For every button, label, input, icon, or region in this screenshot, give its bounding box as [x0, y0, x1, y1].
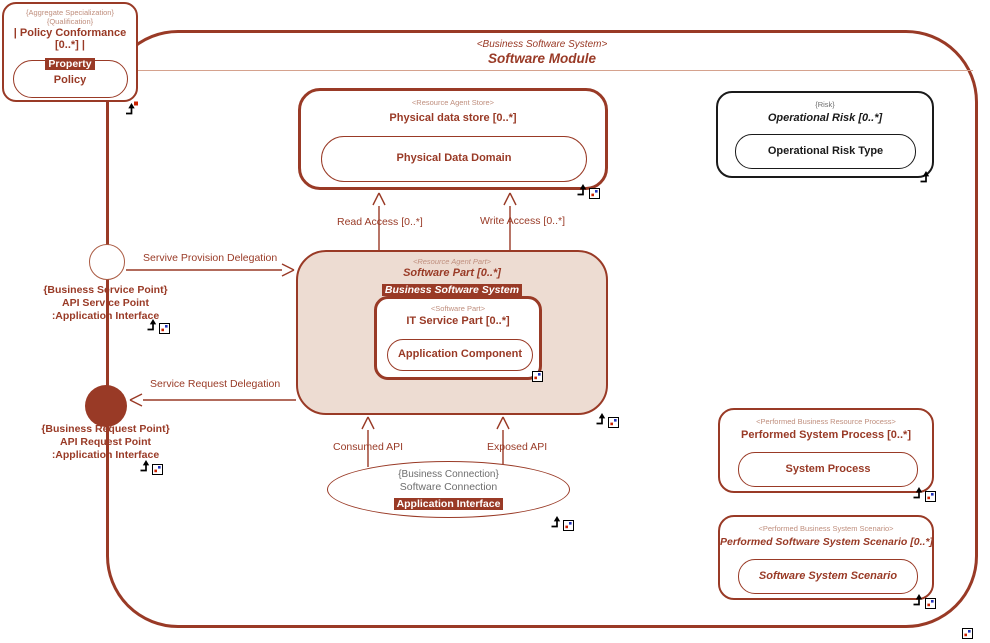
- system-process-pill[interactable]: System Process: [738, 452, 918, 487]
- request-point-jump-arrow-icon[interactable]: [139, 459, 154, 473]
- policy-item: Policy: [53, 74, 87, 86]
- risk-jump-arrow-icon[interactable]: [919, 170, 934, 184]
- process-name: Performed System Process [0..*]: [741, 429, 911, 441]
- application-interface-badge[interactable]: Application Interface: [393, 498, 504, 510]
- policy-badge-row: Property: [4, 54, 136, 72]
- physical-data-store-box[interactable]: <Resource Agent Store> Physical data sto…: [298, 88, 608, 190]
- application-component-pill[interactable]: Application Component: [387, 339, 533, 371]
- scenario-detail-icon[interactable]: [925, 596, 940, 610]
- exposed-api-label[interactable]: Exposed API: [487, 441, 548, 453]
- it-part-stereotype: <Software Part>: [430, 304, 486, 313]
- service-provision-connector: [126, 263, 295, 277]
- physical-data-domain-pill[interactable]: Physical Data Domain: [321, 136, 587, 182]
- write-access-connector: [503, 192, 517, 250]
- container-stereotype: <Business Software System>: [476, 39, 608, 50]
- request-point-port[interactable]: [85, 385, 127, 427]
- exposed-api-connector: [496, 416, 510, 464]
- service-request-connector: [129, 393, 296, 407]
- software-part-box[interactable]: <Resource Agent Part> Software Part [0..…: [296, 250, 608, 415]
- property-badge[interactable]: Property: [45, 58, 95, 70]
- policy-stereotype-2: {Qualification}: [46, 17, 94, 26]
- connection-detail-icon[interactable]: [563, 518, 578, 532]
- software-part-stereotype: <Resource Agent Part>: [412, 257, 492, 266]
- store-stereotype: <Resource Agent Store>: [411, 98, 495, 107]
- it-service-part-box[interactable]: <Software Part> IT Service Part [0..*] A…: [374, 296, 542, 380]
- connection-name: Software Connection: [399, 481, 498, 493]
- container-title: Software Module: [487, 51, 596, 66]
- request-point-detail-icon[interactable]: [152, 462, 167, 476]
- container-detail-icon[interactable]: [962, 626, 977, 640]
- service-point-stereotype: {Business Service Point}: [43, 284, 168, 296]
- performed-system-process-box[interactable]: <Performed Business Resource Process> Pe…: [718, 408, 934, 493]
- software-part-jump-arrow-icon[interactable]: [595, 412, 610, 426]
- write-access-label[interactable]: Write Access [0..*]: [480, 215, 565, 227]
- request-point-label: {Business Request Point} API Request Poi…: [18, 423, 193, 462]
- software-part-badge-row: Business Software System: [298, 280, 606, 298]
- risk-name: Operational Risk [0..*]: [767, 112, 883, 124]
- scenario-jump-arrow-icon[interactable]: [912, 593, 927, 607]
- read-access-connector: [372, 192, 386, 250]
- service-request-label[interactable]: Service Request Delegation: [150, 378, 281, 390]
- scenario-stereotype: <Performed Business System Scenario>: [758, 524, 894, 533]
- it-part-detail-icon[interactable]: [532, 369, 547, 383]
- operational-risk-box[interactable]: {Risk} Operational Risk [0..*] Operation…: [716, 91, 934, 178]
- consumed-api-label[interactable]: Consumed API: [333, 441, 404, 453]
- policy-stereotype-1: {Aggregate Specialization}: [26, 8, 114, 17]
- request-point-type: :Application Interface: [51, 449, 160, 461]
- service-point-label: {Business Service Point} API Service Poi…: [18, 284, 193, 323]
- store-detail-icon[interactable]: [589, 186, 604, 200]
- software-part-name: Software Part [0..*]: [403, 267, 501, 279]
- service-point-detail-icon[interactable]: [159, 321, 174, 335]
- software-system-scenario-pill[interactable]: Software System Scenario: [738, 559, 918, 594]
- connection-badge-row: Application Interface: [328, 494, 569, 512]
- policy-name: | Policy Conformance [0..*] |: [13, 27, 127, 51]
- process-detail-icon[interactable]: [925, 489, 940, 503]
- service-point-type: :Application Interface: [51, 310, 160, 322]
- risk-stereotype: {Risk}: [815, 100, 835, 109]
- process-jump-arrow-icon[interactable]: [912, 486, 927, 500]
- service-point-name: API Service Point: [62, 297, 149, 309]
- it-part-item: Application Component: [397, 348, 523, 360]
- software-connection-ellipse[interactable]: {Business Connection} Software Connectio…: [327, 461, 570, 518]
- process-stereotype: <Performed Business Resource Process>: [756, 417, 896, 426]
- connection-stereotype: {Business Connection}: [398, 469, 499, 480]
- title-separator: [111, 70, 973, 71]
- service-provision-label[interactable]: Servive Provision Delegation: [143, 252, 278, 264]
- operational-risk-type-pill[interactable]: Operational Risk Type: [735, 134, 916, 169]
- software-part-detail-icon[interactable]: [608, 415, 623, 429]
- request-point-stereotype: {Business Request Point}: [41, 423, 170, 435]
- risk-item: Operational Risk Type: [767, 145, 884, 157]
- consumed-api-connector: [361, 416, 375, 467]
- store-jump-arrow-icon[interactable]: [576, 183, 591, 197]
- scenario-item: Software System Scenario: [758, 570, 898, 582]
- scenario-name: Performed Software System Scenario [0..*…: [720, 536, 933, 548]
- service-point-jump-arrow-icon[interactable]: [146, 318, 161, 332]
- read-access-label[interactable]: Read Access [0..*]: [337, 216, 423, 228]
- store-item: Physical Data Domain: [396, 152, 512, 164]
- business-software-system-container[interactable]: <Business Software System> Software Modu…: [106, 30, 978, 628]
- it-part-name: IT Service Part [0..*]: [406, 315, 510, 327]
- connection-jump-arrow-icon[interactable]: [550, 515, 565, 529]
- service-point-port[interactable]: [89, 244, 125, 280]
- request-point-name: API Request Point: [59, 436, 151, 448]
- process-item: System Process: [785, 463, 871, 475]
- policy-conformance-box[interactable]: {Aggregate Specialization} {Qualificatio…: [2, 2, 138, 102]
- performed-scenario-box[interactable]: <Performed Business System Scenario> Per…: [718, 515, 934, 600]
- business-software-system-badge[interactable]: Business Software System: [381, 284, 523, 296]
- annotation-arrow-icon[interactable]: [124, 101, 139, 115]
- store-name: Physical data store [0..*]: [389, 112, 517, 124]
